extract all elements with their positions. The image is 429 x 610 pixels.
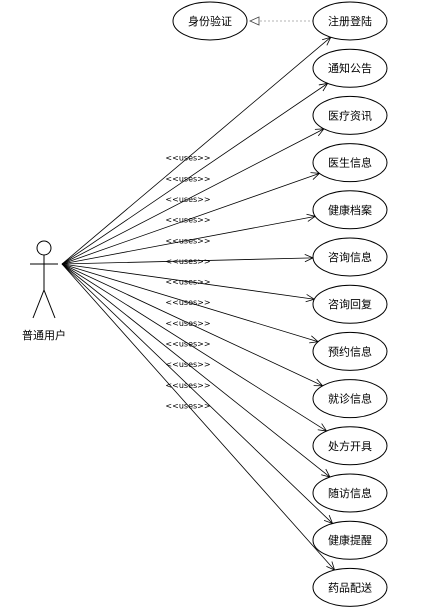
usecase-13[interactable]: 药品配送	[312, 567, 388, 607]
usecase-11[interactable]: 随访信息	[312, 473, 388, 513]
uses-label-5: <<uses>>	[165, 236, 210, 245]
usecase-12[interactable]: 健康提醒	[312, 520, 388, 560]
actor-head	[36, 240, 52, 256]
association-line-4	[61, 172, 320, 265]
actor-left-leg	[32, 289, 45, 319]
uses-label-12: <<uses>>	[165, 381, 210, 390]
usecase-5[interactable]: 健康档案	[312, 190, 388, 230]
association-line-2	[61, 83, 328, 265]
uses-label-6: <<uses>>	[165, 257, 210, 266]
uses-label-9: <<uses>>	[165, 319, 210, 328]
uses-label-2: <<uses>>	[165, 174, 210, 183]
association-line-10	[61, 263, 327, 432]
dependency-arrowhead	[249, 16, 260, 26]
usecase-label-1: 注册登陆	[328, 14, 372, 28]
usecase-label-6: 咨询信息	[328, 250, 372, 264]
association-lines	[61, 36, 336, 571]
usecase-label-4: 医生信息	[328, 156, 372, 170]
usecase-ellipse-1	[312, 1, 388, 41]
actor-right-leg	[43, 289, 56, 319]
association-line-7	[61, 263, 315, 300]
usecase-ellipse-4	[312, 143, 388, 183]
uses-label-13: <<uses>>	[165, 401, 210, 410]
include-dependency	[249, 16, 313, 26]
usecase-auth[interactable]: 身份验证	[172, 1, 248, 41]
association-line-11	[61, 263, 331, 478]
usecase-6[interactable]: 咨询信息	[312, 237, 388, 277]
usecase-ellipse-3	[312, 95, 388, 135]
uses-label-1: <<uses>>	[165, 154, 210, 163]
usecase-4[interactable]: 医生信息	[312, 143, 388, 183]
usecase-ellipse-12	[312, 520, 388, 560]
actor-label: 普通用户	[22, 328, 66, 342]
usecase-ellipse-7	[312, 284, 388, 324]
usecase-ellipse-11	[312, 473, 388, 513]
association-line-3	[61, 128, 325, 265]
usecase-7[interactable]: 咨询回复	[312, 284, 388, 324]
usecase-label-7: 咨询回复	[328, 297, 372, 311]
association-line-8	[61, 263, 319, 343]
association-line-12	[61, 263, 333, 524]
usecase-ellipse-9	[312, 379, 388, 419]
usecase-label-13: 药品配送	[328, 580, 372, 594]
usecase-label-9: 就诊信息	[328, 392, 372, 406]
usecase-ellipse-5	[312, 190, 388, 230]
usecase-label-8: 预约信息	[328, 344, 372, 358]
uses-label-10: <<uses>>	[165, 340, 210, 349]
association-line-6	[61, 257, 314, 265]
association-line-1	[61, 36, 332, 265]
uses-label-3: <<uses>>	[165, 195, 210, 204]
usecase-3[interactable]: 医疗资讯	[312, 95, 388, 135]
usecase-auth-ellipse	[172, 1, 248, 41]
usecase-8[interactable]: 预约信息	[312, 331, 388, 371]
usecase-ellipse-10	[312, 426, 388, 466]
usecase-label-10: 处方开具	[328, 439, 372, 453]
uses-labels: <<uses>> <<uses>> <<uses>> <<uses>> <<uses>>…	[165, 154, 210, 411]
usecase-1[interactable]: 注册登陆	[312, 1, 388, 41]
uses-label-8: <<uses>>	[165, 298, 210, 307]
usecase-ellipse-2	[312, 48, 388, 88]
usecases: 注册登陆通知公告医疗资讯医生信息健康档案咨询信息咨询回复预约信息就诊信息处方开具…	[312, 1, 388, 607]
uses-label-4: <<uses>>	[165, 216, 210, 225]
usecase-2[interactable]: 通知公告	[312, 48, 388, 88]
association-line-5	[61, 215, 316, 265]
usecase-9[interactable]: 就诊信息	[312, 379, 388, 419]
usecase-auth-label: 身份验证	[188, 14, 232, 28]
association-line-13	[61, 263, 335, 571]
association-line-9	[61, 263, 323, 387]
usecase-ellipse-6	[312, 237, 388, 277]
usecase-ellipse-8	[312, 331, 388, 371]
usecase-label-2: 通知公告	[328, 61, 372, 75]
usecase-label-5: 健康档案	[328, 203, 372, 217]
usecase-label-11: 随访信息	[328, 486, 372, 500]
usecase-10[interactable]: 处方开具	[312, 426, 388, 466]
actor-user[interactable]: 普通用户	[22, 240, 66, 342]
uses-label-11: <<uses>>	[165, 360, 210, 369]
usecase-ellipse-13	[312, 567, 388, 607]
usecase-label-12: 健康提醒	[328, 533, 372, 547]
uses-label-7: <<uses>>	[165, 278, 210, 287]
usecase-label-3: 医疗资讯	[328, 108, 372, 122]
